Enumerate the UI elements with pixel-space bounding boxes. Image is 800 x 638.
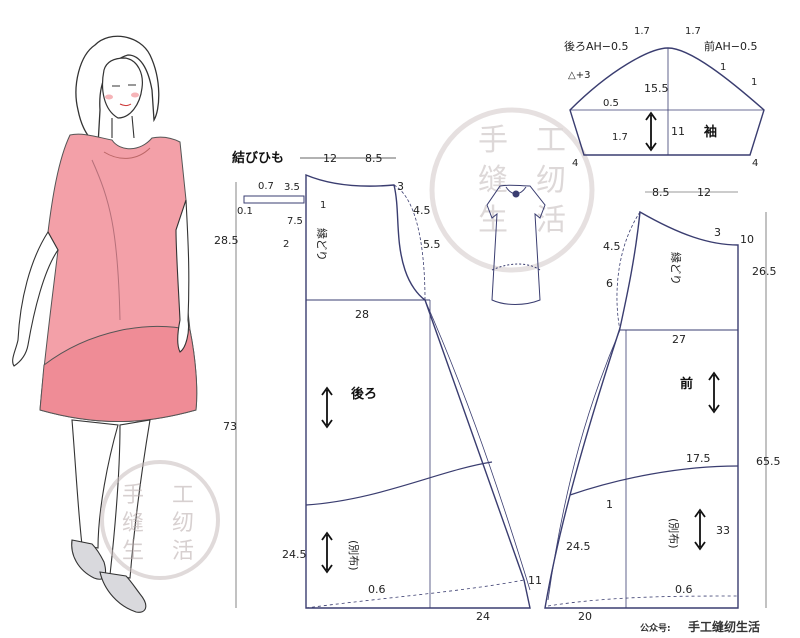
footer-name: 手工缝纫生活	[688, 619, 760, 634]
sleeve-pattern: 後ろAH−0.5 前AH−0.5 1.7 1.7 △+3 0.5 15.5 11…	[564, 26, 765, 169]
wm-left-c4: 纫	[172, 511, 194, 536]
wm-left-c2: 工	[172, 483, 194, 508]
back-dim-chest: 28	[355, 308, 369, 321]
footer: 公众号: 手工缝纫生活	[640, 619, 760, 634]
front-pattern: 8.5 12 3 10 4.5 6 27 縁どり 26.5 65.5 前 17.…	[544, 186, 781, 623]
sleeve-d-4a: 4	[572, 158, 578, 169]
wm-center-c1: 手	[478, 123, 508, 158]
sleeve-d-1a: 1	[720, 62, 726, 73]
wm-left-c1: 手	[122, 483, 144, 508]
tie-d3: 3.5	[284, 182, 300, 193]
back-separate: (別布)	[347, 540, 360, 571]
front-separate: (別布)	[667, 518, 680, 549]
tie-d5: 7.5	[287, 216, 303, 227]
back-label: 後ろ	[351, 386, 377, 402]
back-binding: 縁どり	[315, 228, 329, 261]
wm-center-c2: 工	[536, 123, 566, 158]
wm-center-c6: 活	[536, 203, 566, 238]
sleeve-d-tri3: △+3	[568, 70, 590, 81]
tie-d4: 1	[320, 200, 326, 211]
dress-thumbnail	[486, 184, 546, 305]
back-dim-hem-width: 24	[476, 610, 490, 623]
back-dim-total-height: 73	[223, 420, 237, 433]
front-dim-armhole1: 4.5	[603, 240, 621, 253]
front-dim-hem-height: 24.5	[566, 540, 591, 553]
front-dim-curve: 1	[606, 498, 613, 511]
sleeve-d-1b: 1	[751, 77, 757, 88]
wm-left-c3: 缝	[122, 511, 144, 536]
back-dim-hem-height: 24.5	[282, 548, 307, 561]
front-dim-neck: 3	[714, 226, 721, 239]
sleeve-label: 袖	[704, 124, 717, 140]
front-label: 前	[680, 376, 693, 392]
back-dim-armhole1: 4.5	[413, 204, 431, 217]
sleeve-d-11: 11	[671, 125, 685, 138]
watermark-left: 手 工 缝 纫 生 活	[100, 460, 220, 580]
sleeve-d-4b: 4	[752, 158, 758, 169]
back-pattern: 28.5 73 28 3 4.5 5.5 縁どり 後ろ (別布) 24.5 0.…	[214, 173, 542, 623]
watermark-center: 手 工 缝 纫 生 活	[429, 107, 595, 273]
dress-illustration	[12, 35, 198, 613]
tie-w1: 12	[323, 152, 337, 165]
sleeve-d-17a: 1.7	[634, 26, 650, 37]
wm-left-c5: 生	[122, 539, 144, 564]
sleeve-d-155: 15.5	[644, 82, 669, 95]
tie-d6: 2	[283, 239, 289, 250]
footer-prefix: 公众号:	[640, 622, 671, 634]
front-dim-top2: 12	[697, 186, 711, 199]
front-dim-hem-width: 20	[578, 610, 592, 623]
wm-center-c5: 生	[478, 203, 508, 238]
back-dim-neck-right: 3	[397, 180, 404, 193]
tie-strip: 結びひも 12 8.5 0.7 0.1 3.5 1 7.5 2	[232, 150, 396, 250]
front-binding: 縁どり	[669, 252, 683, 285]
wm-left-c6: 活	[172, 539, 194, 564]
tie-w2: 8.5	[365, 152, 383, 165]
back-dim-armhole2: 5.5	[423, 238, 441, 251]
front-dim-neck-depth: 10	[740, 233, 754, 246]
front-dim-yoke: 17.5	[686, 452, 711, 465]
front-dim-top1: 8.5	[652, 186, 670, 199]
back-dim-top-height: 28.5	[214, 234, 239, 247]
sleeve-back-ah: 後ろAH−0.5	[564, 39, 629, 53]
back-dim-hem-offset: 0.6	[368, 583, 386, 596]
tie-d2: 0.1	[237, 206, 253, 217]
sleeve-d-17b: 1.7	[685, 26, 701, 37]
front-dim-top-height: 26.5	[752, 265, 777, 278]
back-dim-side: 11	[528, 574, 542, 587]
sleeve-d-05: 0.5	[603, 98, 619, 109]
front-dim-separate-height: 33	[716, 524, 730, 537]
sleeve-front-ah: 前AH−0.5	[704, 39, 758, 53]
wm-center-c4: 纫	[536, 163, 566, 198]
front-dim-hem-offset: 0.6	[675, 583, 693, 596]
tie-d1: 0.7	[258, 181, 274, 192]
wm-center-c3: 缝	[478, 163, 508, 198]
tie-title: 結びひも	[232, 150, 284, 166]
front-dim-chest: 27	[672, 333, 686, 346]
front-dim-total-height: 65.5	[756, 455, 781, 468]
front-dim-armhole2: 6	[606, 277, 613, 290]
sleeve-d-17c: 1.7	[612, 132, 628, 143]
